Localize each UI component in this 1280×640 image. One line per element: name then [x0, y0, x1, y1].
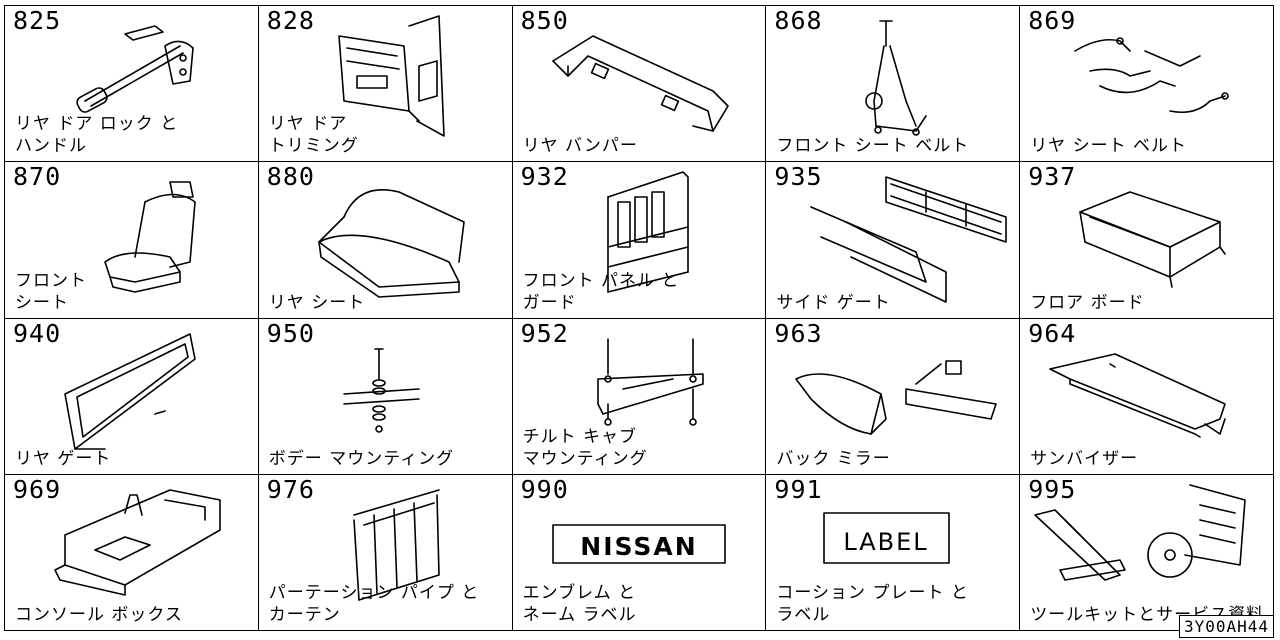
part-number: 932 — [520, 162, 569, 192]
part-cell-932[interactable]: 932 フロント パネル と ガード — [512, 162, 767, 319]
partition-curtain-icon — [352, 488, 440, 601]
part-cell-940[interactable]: 940 リヤ ゲート — [5, 318, 259, 475]
part-label: リヤ ゲート — [15, 448, 112, 469]
part-label: コーション プレート と ラベル — [776, 583, 969, 625]
part-label: コンソール ボックス — [15, 605, 183, 625]
body-mounting-icon — [342, 347, 420, 433]
front-panel-guard-icon — [606, 171, 689, 294]
part-label: リヤ ドア ロック と ハンドル — [15, 114, 179, 157]
rear-seat-belt-icon — [1074, 37, 1229, 114]
diagram-code: 3Y00AH44 — [1178, 615, 1274, 638]
part-number: 828 — [266, 6, 315, 35]
part-cell-952[interactable]: 952 チルト キャブ マウンティング — [512, 318, 767, 475]
part-label: サイド ゲート — [776, 292, 891, 313]
part-label: ボデー マウンティング — [268, 448, 455, 469]
part-number: 850 — [520, 6, 569, 35]
back-mirror-icon — [795, 359, 998, 435]
rear-gate-icon — [64, 332, 196, 450]
part-cell-825[interactable]: 825 リヤ ドア ロック と ハンドル — [5, 6, 259, 163]
part-label: サンバイザー — [1030, 448, 1139, 469]
part-cell-935[interactable]: 935 サイド ゲート — [766, 162, 1021, 319]
part-cell-990[interactable]: NISSAN 990 エンブレム と ネーム ラベル — [512, 474, 767, 631]
part-number: 868 — [774, 6, 823, 35]
part-number: 880 — [266, 162, 315, 192]
toolkit-service-icon — [1034, 483, 1246, 581]
part-cell-850[interactable]: 850 リヤ バンパー — [512, 6, 767, 163]
part-cell-950[interactable]: 950 ボデー マウンティング — [258, 318, 513, 475]
label-plate-icon: LABEL — [823, 511, 951, 564]
part-cell-963[interactable]: 963 バック ミラー — [766, 318, 1021, 475]
part-number: 991 — [774, 474, 823, 504]
front-seat-icon — [104, 181, 196, 294]
part-cell-937[interactable]: 937 フロア ボード — [1020, 162, 1274, 319]
part-number: 995 — [1028, 474, 1077, 504]
part-cell-880[interactable]: 880 リヤ シート — [258, 162, 513, 319]
front-seat-belt-icon — [865, 20, 928, 136]
part-label: フロア ボード — [1030, 292, 1145, 313]
door-trim-icon — [337, 15, 445, 137]
part-cell-869[interactable]: 869 リヤ シート ベルト — [1020, 6, 1274, 163]
art-text: NISSAN — [580, 532, 697, 561]
door-lock-handle-icon — [76, 25, 194, 113]
part-number: 964 — [1028, 318, 1077, 348]
part-cell-969[interactable]: 969 コンソール ボックス — [5, 474, 259, 631]
part-label: リヤ ドア トリミング — [268, 114, 359, 157]
tilt-cab-mounting-icon — [596, 337, 704, 426]
part-cell-870[interactable]: 870 フロント シート — [5, 162, 259, 319]
parts-index-grid: 825 リヤ ドア ロック と ハンドル 828 リヤ ドア トリミング 850 リヤ バ… — [4, 5, 1274, 631]
part-label: バック ミラー — [776, 448, 891, 469]
part-label: チルト キャブ マウンティング — [522, 426, 648, 469]
floor-board-icon — [1079, 191, 1226, 289]
rear-bumper-icon — [551, 35, 729, 132]
part-cell-991[interactable]: LABEL 991 コーション プレート と ラベル — [766, 474, 1021, 631]
part-label: リヤ バンパー — [522, 136, 638, 157]
part-number: 990 — [520, 474, 569, 504]
console-box-icon — [54, 488, 221, 596]
sun-visor-icon — [1049, 352, 1226, 438]
part-number: 825 — [13, 6, 62, 35]
part-label: リヤ シート ベルト — [1030, 136, 1187, 157]
part-label: フロント シート ベルト — [776, 136, 970, 157]
rear-seat-icon — [317, 189, 465, 299]
part-number: 940 — [13, 318, 62, 348]
part-number: 976 — [266, 474, 315, 504]
part-number: 870 — [13, 162, 62, 192]
part-number: 952 — [520, 318, 569, 348]
part-label: フロント シート — [15, 270, 87, 313]
part-number: 950 — [266, 318, 315, 348]
part-cell-976[interactable]: 976 パーテーション パイプ と カーテン — [258, 474, 513, 631]
part-number: 937 — [1028, 162, 1077, 192]
part-cell-868[interactable]: 868 フロント シート ベルト — [766, 6, 1021, 163]
part-label: エンブレム と ネーム ラベル — [522, 583, 637, 625]
part-label: リヤ シート — [268, 292, 366, 313]
part-number: 869 — [1028, 6, 1077, 35]
part-label: パーテーション パイプ と カーテン — [268, 583, 480, 625]
part-number: 963 — [774, 318, 823, 348]
art-text: LABEL — [844, 528, 929, 556]
part-label: フロント パネル と ガード — [522, 270, 680, 313]
part-cell-964[interactable]: 964 サンバイザー — [1020, 318, 1274, 475]
part-number: 969 — [13, 474, 62, 504]
part-cell-828[interactable]: 828 リヤ ドア トリミング — [258, 6, 513, 163]
side-gate-icon — [810, 176, 1008, 304]
part-number: 935 — [774, 162, 823, 192]
emblem-icon: NISSAN — [551, 523, 726, 564]
